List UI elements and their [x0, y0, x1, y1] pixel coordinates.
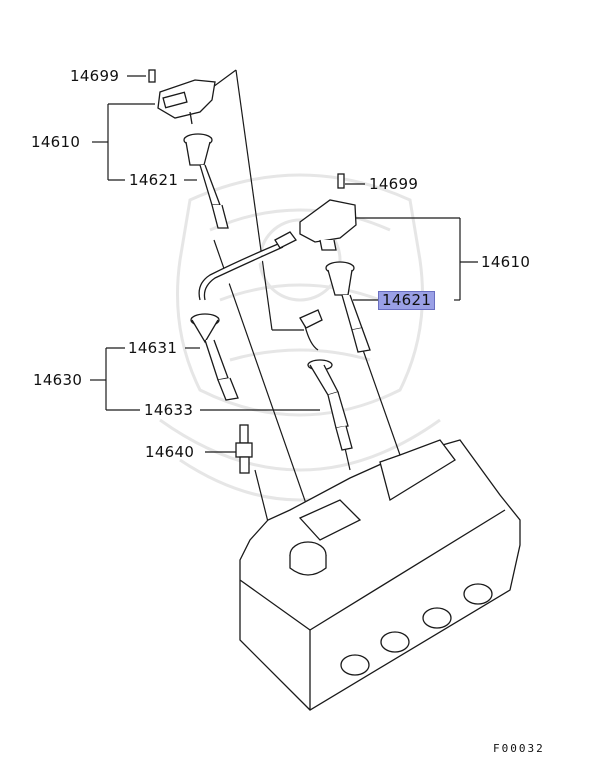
ignition-coil-right [299, 173, 357, 251]
spark-plug [235, 424, 253, 474]
leader-lines [90, 69, 478, 531]
cylinder-head [239, 439, 521, 711]
label-14633: 14633 [144, 401, 194, 419]
label-14621-left: 14621 [129, 171, 179, 189]
label-14610-right: 14610 [481, 253, 531, 271]
label-14630: 14630 [33, 371, 83, 389]
label-14699-left: 14699 [70, 67, 120, 85]
figure-code: F00032 [493, 742, 545, 755]
label-14631: 14631 [128, 339, 178, 357]
label-14699-right: 14699 [369, 175, 419, 193]
ignition-cables [190, 231, 353, 451]
label-14610-left: 14610 [31, 133, 81, 151]
label-14621-right-highlighted: 14621 [378, 291, 436, 310]
label-14640: 14640 [145, 443, 195, 461]
plug-boot-right [325, 261, 371, 353]
ignition-coil-left [148, 69, 216, 125]
plug-boot-left [183, 133, 229, 229]
